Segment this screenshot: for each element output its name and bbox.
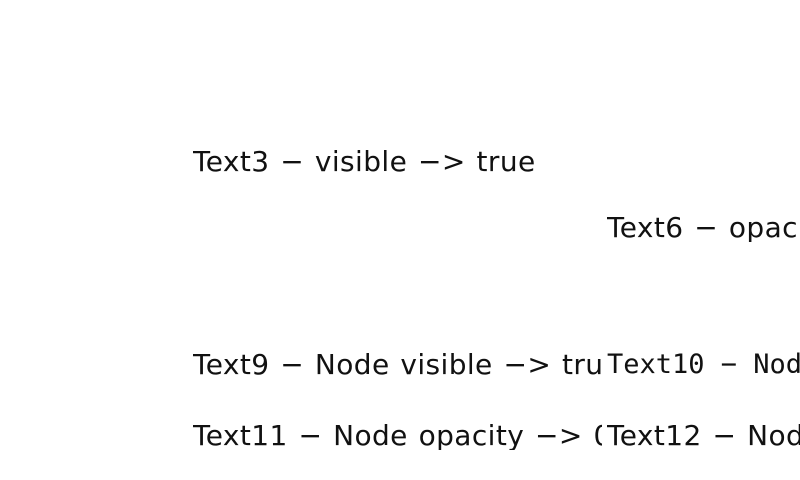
text-element-text11: Text11 − Node opacity −> 0 xyxy=(193,422,602,450)
text-element-text3: Text3 − visible −> true xyxy=(193,148,536,176)
text-element-text10: Text10 − Node xyxy=(607,351,800,379)
text-element-text12: Text12 − Node xyxy=(607,422,800,450)
text-element-text6: Text6 − opacity xyxy=(607,214,800,242)
text-element-text9: Text9 − Node visible −> true xyxy=(193,351,602,379)
